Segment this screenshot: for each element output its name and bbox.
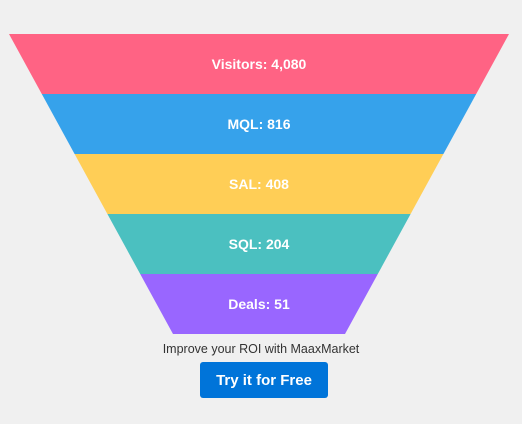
funnel-label-deals: Deals: 51 bbox=[228, 296, 290, 312]
funnel-stage-sal bbox=[74, 154, 444, 214]
funnel-stage-visitors bbox=[9, 34, 509, 94]
cta-tagline: Improve your ROI with MaaxMarket bbox=[162, 342, 360, 356]
funnel-label-mql: MQL: 816 bbox=[227, 116, 290, 132]
funnel-label-visitors: Visitors: 4,080 bbox=[212, 56, 307, 72]
funnel-label-sql: SQL: 204 bbox=[229, 236, 290, 252]
funnel-stage-deals bbox=[140, 274, 378, 334]
funnel-stage-mql bbox=[41, 94, 477, 154]
try-free-button[interactable]: Try it for Free bbox=[200, 362, 328, 398]
funnel-stage-sql bbox=[107, 214, 411, 274]
funnel-label-sal: SAL: 408 bbox=[229, 176, 289, 192]
